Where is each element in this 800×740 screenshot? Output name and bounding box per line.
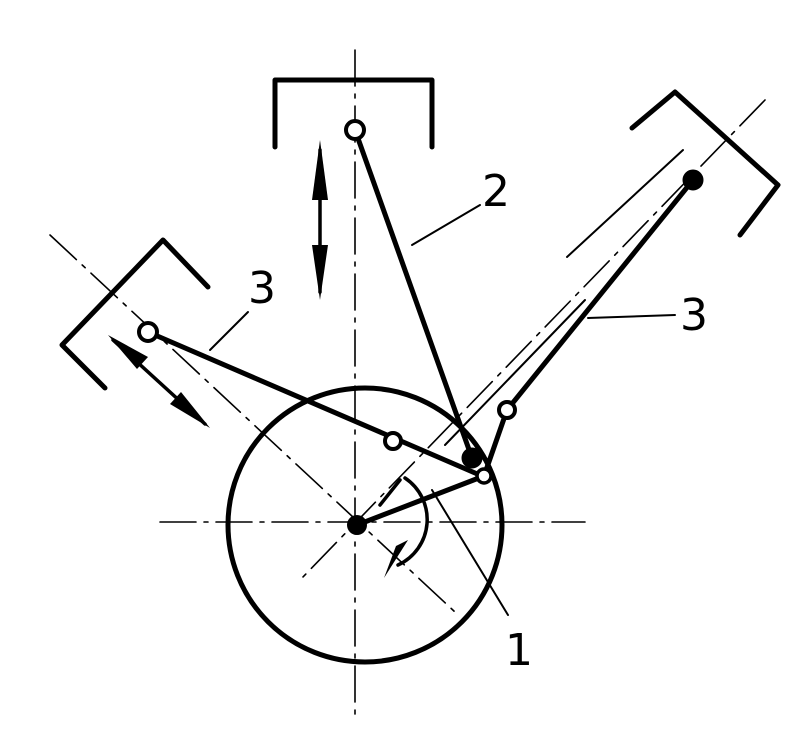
label-3-left-leader [209, 311, 249, 351]
rotation-arrow-icon [378, 476, 429, 578]
master-rod [352, 127, 475, 461]
left-slave-rod [145, 329, 485, 479]
right-cylinder-guide [629, 89, 781, 238]
left-cylinder-axis [49, 234, 456, 613]
crank-circle [225, 385, 505, 665]
vertical-double-arrow-icon [312, 140, 328, 300]
label-3-right-leader [587, 314, 676, 319]
label-crank: 1 [505, 625, 533, 676]
right-guide-rail-lower [444, 299, 586, 446]
crank-pin [475, 467, 493, 485]
right-slave-link [481, 407, 510, 479]
top-piston-pin [344, 119, 366, 141]
label-slave-rod-right: 3 [680, 290, 708, 341]
crankshaft-center [347, 515, 367, 535]
right-piston-pin [682, 169, 704, 191]
label-1-leader [431, 489, 509, 616]
left-piston-pin [137, 321, 159, 343]
label-2-leader [411, 204, 481, 246]
left-rod-pin [383, 431, 403, 451]
crank-arm [354, 473, 487, 528]
right-rod-pin [497, 400, 517, 420]
master-rod-pin [461, 447, 483, 469]
diagonal-double-arrow-icon [108, 335, 210, 428]
right-slave-rod [504, 177, 696, 413]
right-guide-rail [566, 149, 684, 258]
label-master-rod: 2 [482, 166, 510, 217]
top-cylinder-guide [272, 77, 435, 150]
label-slave-rod-left: 3 [248, 263, 276, 314]
left-cylinder-guide [59, 237, 211, 391]
